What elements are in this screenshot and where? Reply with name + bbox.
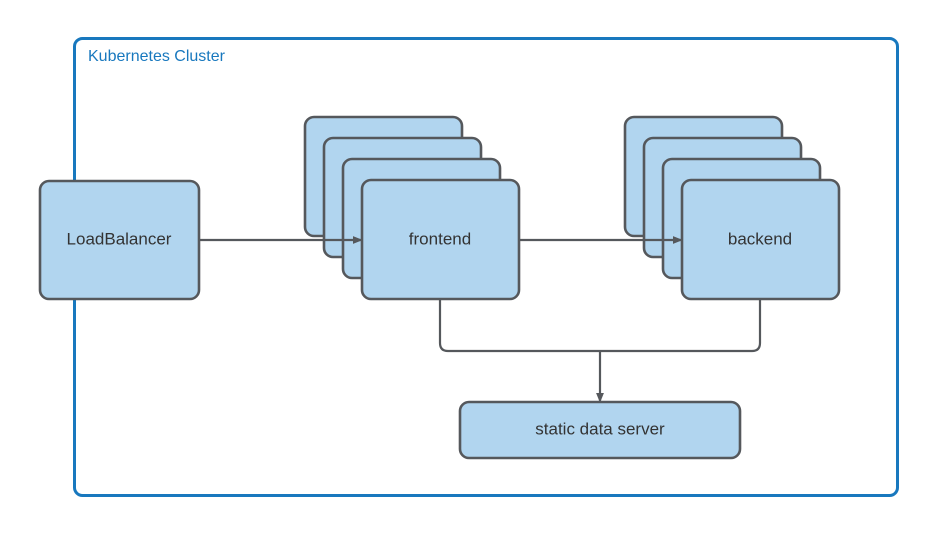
edge-backend-static-path [600,299,762,353]
node-frontend-front[interactable]: frontend [360,178,521,301]
cluster-label: Kubernetes Cluster [88,48,226,65]
edge-frontend-static-path [438,299,600,353]
loadbalancer-label: LoadBalancer [67,229,172,248]
static-data-server-label: static data server [535,419,665,438]
frontend-label: frontend [409,229,471,248]
static-data-server-box [458,400,742,460]
edge-frontend-to-static [438,299,600,353]
edge-backend-to-static [600,299,762,353]
node-loadbalancer[interactable]: LoadBalancer [38,179,201,301]
node-static-data-server[interactable]: static data server [458,400,742,460]
backend-label: backend [728,229,792,248]
node-backend-front[interactable]: backend [680,178,841,301]
loadbalancer-box [38,179,201,301]
